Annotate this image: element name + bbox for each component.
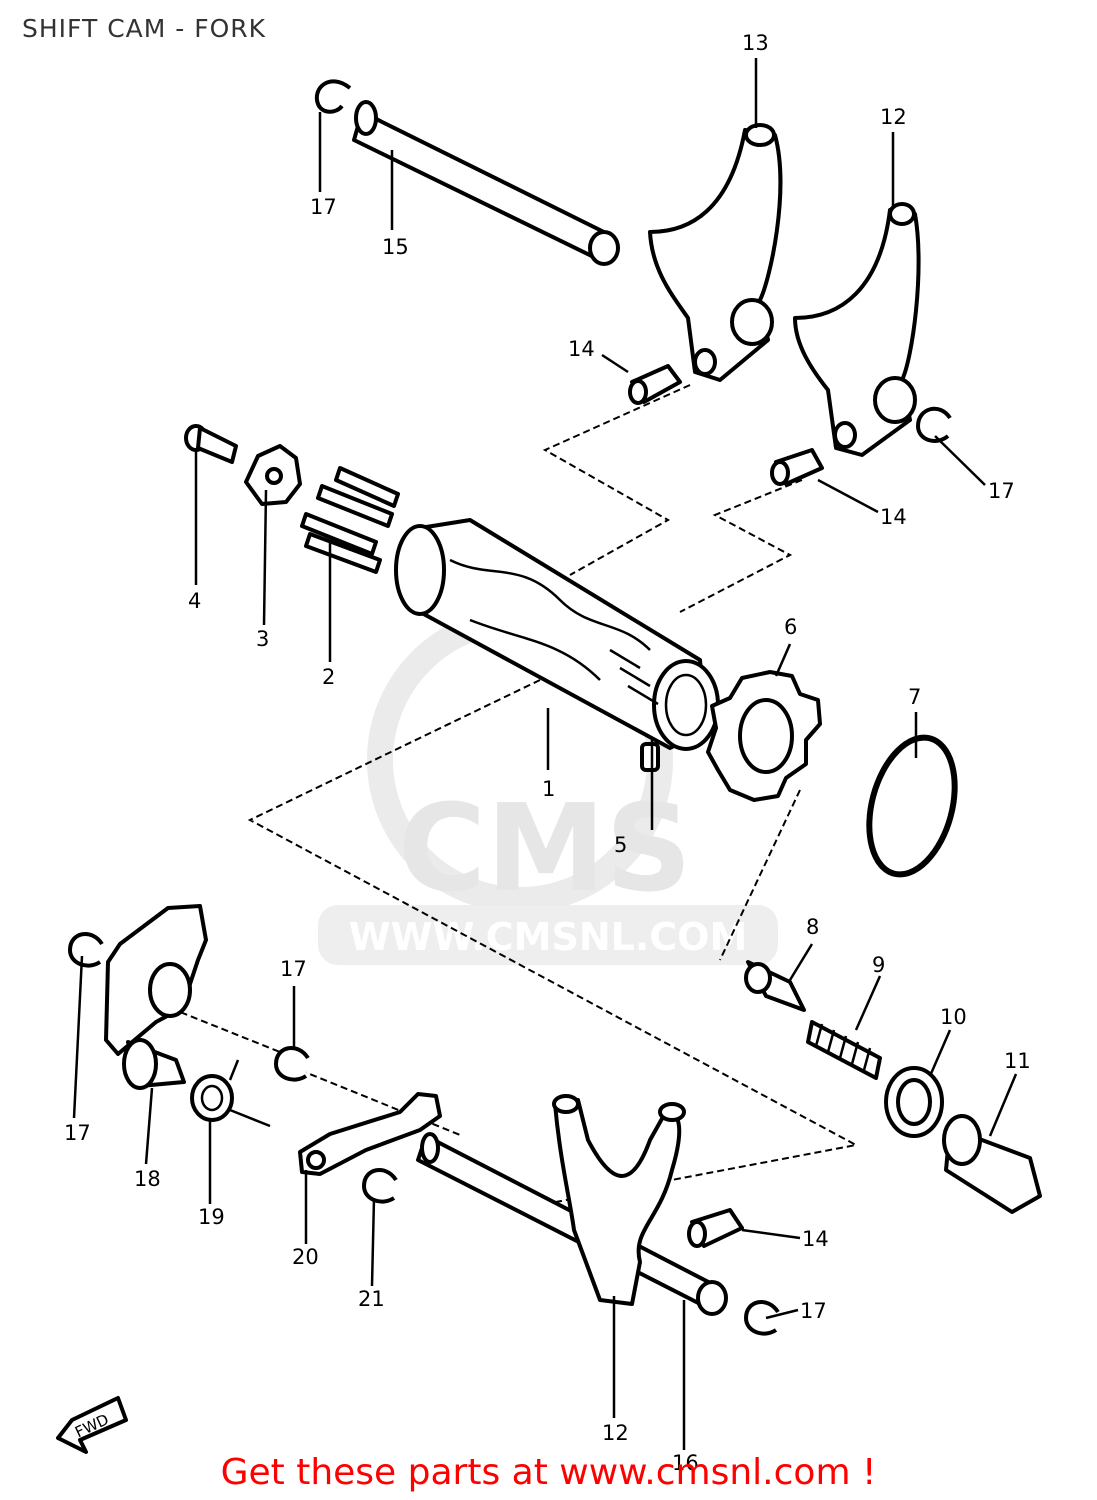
spring-9 — [806, 1020, 882, 1080]
callout-16: 16 — [672, 1451, 699, 1475]
circlip-bottom-right — [744, 1300, 780, 1336]
segment-plate-3 — [244, 444, 302, 506]
callout-3: 3 — [256, 627, 269, 651]
callout-1: 1 — [542, 777, 555, 801]
watermark-logo: CMS — [398, 780, 692, 919]
footer-promo-text: Get these parts at www.cmsnl.com ! — [220, 1452, 877, 1493]
callout-20: 20 — [292, 1245, 319, 1269]
callout-19: 19 — [198, 1205, 225, 1229]
shift-cam-drum-1 — [394, 518, 720, 751]
callout-8: 8 — [806, 915, 819, 939]
return-spring-19 — [190, 1059, 271, 1128]
leader-lines — [72, 58, 1018, 1450]
callout-15: 15 — [382, 235, 409, 259]
callout-14-middle: 14 — [880, 505, 907, 529]
stopper-8 — [744, 960, 806, 1012]
washer-10 — [884, 1066, 944, 1138]
bolt-4 — [184, 424, 238, 464]
guide-pin-14-middle — [770, 448, 824, 486]
callout-5: 5 — [614, 833, 627, 857]
callout-12-lower: 12 — [602, 1421, 629, 1445]
forward-direction-marker: FWD — [56, 1396, 128, 1454]
shift-fork-13 — [648, 123, 783, 382]
callout-18: 18 — [134, 1167, 161, 1191]
circlip-lower-shaft — [362, 1168, 398, 1204]
watermark-url: WWW.CMSNL.COM — [349, 915, 748, 959]
star-plate-6 — [706, 670, 822, 802]
shift-fork-shaft-upper — [352, 100, 620, 266]
circlip-top-left — [314, 79, 352, 114]
callout-12-upper: 12 — [880, 105, 907, 129]
callout-7: 7 — [908, 685, 921, 709]
circlip-ring-7 — [866, 734, 958, 878]
callout-14-upper: 14 — [568, 337, 595, 361]
guide-pin-14-lower — [687, 1208, 744, 1248]
circlip-middle — [274, 1046, 310, 1082]
shift-fork-12-upper — [793, 202, 921, 457]
pin-5 — [640, 742, 660, 772]
callout-11: 11 — [1004, 1049, 1031, 1073]
callout-10: 10 — [940, 1005, 967, 1029]
shift-lever-assembly — [104, 904, 208, 1090]
guide-pin-14-upper — [628, 364, 682, 405]
callout-17-bottom: 17 — [800, 1299, 827, 1323]
watermark: CMS WWW.CMSNL.COM — [318, 607, 778, 965]
callout-21: 21 — [358, 1287, 385, 1311]
callout-13: 13 — [742, 31, 769, 55]
shift-arm-20 — [298, 1092, 442, 1176]
callout-2: 2 — [322, 665, 335, 689]
callout-4: 4 — [188, 589, 201, 613]
callout-9: 9 — [872, 953, 885, 977]
callout-6: 6 — [784, 615, 797, 639]
callout-17-middle: 17 — [280, 957, 307, 981]
callout-17-top: 17 — [310, 195, 337, 219]
dowel-pins-2 — [300, 466, 400, 574]
circlip-left-lever — [68, 932, 104, 968]
shift-fork-shaft-lower — [416, 1132, 728, 1316]
callout-14-lower: 14 — [802, 1227, 829, 1251]
part-callouts: 13 12 17 15 14 17 14 4 3 2 6 7 1 5 8 9 1… — [64, 31, 1031, 1475]
callout-17-left: 17 — [64, 1121, 91, 1145]
shift-fork-12-lower — [552, 1094, 686, 1306]
circlip-right-upper — [916, 406, 952, 443]
page-title: SHIFT CAM - FORK — [22, 14, 267, 43]
callout-17-right: 17 — [988, 479, 1015, 503]
plug-11 — [942, 1114, 1042, 1214]
